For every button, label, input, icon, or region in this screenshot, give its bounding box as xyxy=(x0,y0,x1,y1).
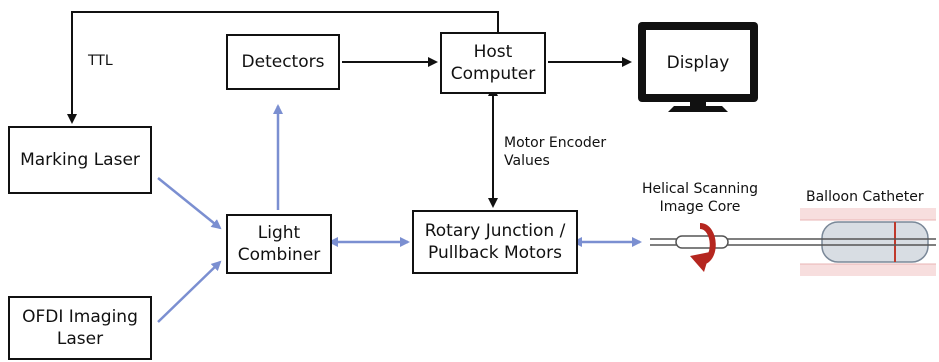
marking-laser-label: Marking Laser xyxy=(20,149,140,170)
detectors-label: Detectors xyxy=(241,51,325,72)
marking-to-combiner-arrow xyxy=(157,177,222,230)
balloon-catheter-label: Balloon Catheter xyxy=(806,189,924,205)
ttl-label: TTL xyxy=(88,53,113,69)
helical-core-label: Helical Scanning Image Core xyxy=(641,181,759,216)
light-combiner-box: Light Combiner xyxy=(226,214,332,274)
display-label: Display xyxy=(666,53,730,73)
light-combiner-label: Light Combiner xyxy=(237,222,321,265)
monitor-icon xyxy=(638,22,758,112)
rotary-junction-label: Rotary Junction / Pullback Motors xyxy=(424,220,566,263)
rotary-junction-box: Rotary Junction / Pullback Motors xyxy=(412,210,578,274)
detectors-box: Detectors xyxy=(226,34,340,90)
host-computer-label: Host Computer xyxy=(450,41,536,84)
ofdi-laser-box: OFDI Imaging Laser xyxy=(8,296,152,360)
rotation-arrow-icon xyxy=(690,223,716,272)
ofdi-to-combiner-arrow xyxy=(157,260,222,323)
ttl-line xyxy=(67,11,499,124)
balloon-catheter-illustration xyxy=(800,208,936,276)
host-computer-box: Host Computer xyxy=(440,32,546,94)
ofdi-laser-label: OFDI Imaging Laser xyxy=(22,306,138,349)
motor-encoder-label: Motor Encoder Values xyxy=(504,135,607,170)
marking-laser-box: Marking Laser xyxy=(8,126,152,194)
